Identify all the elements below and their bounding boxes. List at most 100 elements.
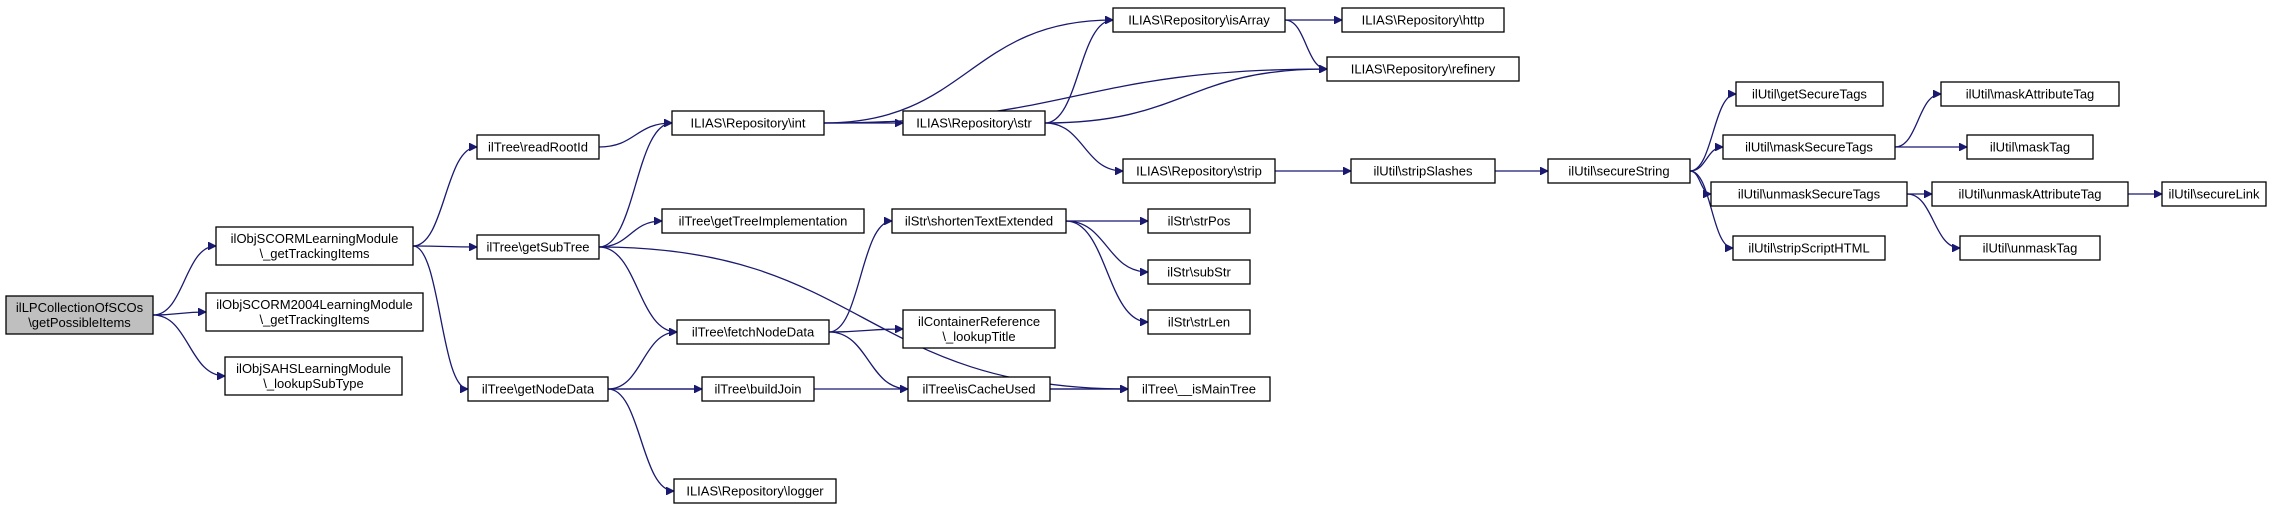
node-box: [1122, 158, 1276, 184]
edge-readRootId-to-repo_int: [598, 123, 672, 148]
node-box: [1112, 7, 1286, 33]
node-ilutil-getsecuretags[interactable]: ilUtil\getSecureTags: [1735, 81, 1884, 107]
edge-unmaskSecureTags-to-unmaskTag: [1906, 193, 1961, 248]
node-ilutil-securelink[interactable]: ilUtil\secureLink: [2161, 181, 2267, 207]
edge-secureString-to-maskSecureTags: [1689, 147, 1724, 172]
node-ilias-repository-isarray[interactable]: ILIAS\Repository\isArray: [1112, 7, 1286, 33]
edge-secureString-to-unmaskSecureTags: [1689, 170, 1712, 194]
node-ilutil-unmaskattributetag[interactable]: ilUtil\unmaskAttributeTag: [1931, 181, 2129, 207]
edge-fetchNodeData-to-shortenText: [828, 221, 893, 333]
node-label: ilTree\getTreeImplementation: [679, 214, 848, 229]
node-ilutil-maskattributetag[interactable]: ilUtil\maskAttributeTag: [1940, 81, 2120, 107]
node-ilutil-stripscripthtml[interactable]: ilUtil\stripScriptHTML: [1732, 235, 1886, 261]
node-box: [1127, 376, 1271, 402]
node-label: ilUtil\maskAttributeTag: [1966, 87, 2095, 102]
node-ilias-repository-logger[interactable]: ILIAS\Repository\logger: [673, 478, 837, 504]
node-label: \_getTrackingItems: [259, 246, 370, 261]
node-ilias-repository-refinery[interactable]: ILIAS\Repository\refinery: [1326, 56, 1520, 82]
node-ilias-repository-str[interactable]: ILIAS\Repository\str: [902, 110, 1046, 136]
node-label: ilLPCollectionOfSCOs: [16, 300, 144, 315]
node-iltree-ismaintree[interactable]: ilTree\__isMainTree: [1127, 376, 1271, 402]
node-ilobjscormlearningmodule-gettrackingitems[interactable]: ilObjSCORMLearningModule\_getTrackingIte…: [215, 226, 414, 266]
node-ilutil-unmasksecuretags[interactable]: ilUtil\unmaskSecureTags: [1710, 181, 1908, 207]
node-label: ilObjSCORMLearningModule: [231, 231, 399, 246]
edges-layer: [152, 20, 2162, 491]
node-box: [1350, 158, 1496, 184]
node-label: ilTree\isCacheUsed: [923, 382, 1036, 397]
edge-repo_str-to-repo_strip: [1044, 122, 1123, 171]
node-iltree-fetchnodedata[interactable]: ilTree\fetchNodeData: [676, 319, 830, 345]
node-box: [1931, 181, 2129, 207]
node-iltree-gettreeimplementation[interactable]: ilTree\getTreeImplementation: [661, 208, 865, 234]
node-box: [476, 134, 600, 160]
node-box: [1710, 181, 1908, 207]
node-ilutil-securestring[interactable]: ilUtil\secureString: [1547, 158, 1691, 184]
node-box: [902, 309, 1056, 349]
node-label: ILIAS\Repository\logger: [686, 484, 824, 499]
node-ilstr-strlen[interactable]: ilStr\strLen: [1147, 309, 1251, 335]
node-ilstr-substr[interactable]: ilStr\subStr: [1147, 259, 1251, 285]
edge-getSubTree-to-fetchNodeData: [598, 246, 677, 332]
node-iltree-getsubtree[interactable]: ilTree\getSubTree: [476, 234, 600, 260]
node-ilutil-masksecuretags[interactable]: ilUtil\maskSecureTags: [1722, 134, 1896, 160]
node-label: ilStr\strLen: [1168, 315, 1230, 330]
node-label: ilStr\subStr: [1167, 265, 1231, 280]
node-ilobjsahslearningmodule-lookupsubtype[interactable]: ilObjSAHSLearningModule\_lookupSubType: [224, 356, 403, 396]
node-label: ilUtil\getSecureTags: [1752, 87, 1867, 102]
node-box: [205, 292, 424, 332]
edge-root-to-scorm2004_get: [152, 312, 206, 315]
node-label: ilUtil\maskSecureTags: [1745, 140, 1873, 155]
node-iltree-getnodedata[interactable]: ilTree\getNodeData: [467, 376, 609, 402]
node-label: ILIAS\Repository\http: [1362, 13, 1485, 28]
edge-fetchNodeData-to-isCacheUsed: [828, 331, 908, 389]
node-label: \getPossibleItems: [28, 315, 131, 330]
node-ilstr-shortentextextended[interactable]: ilStr\shortenTextExtended: [891, 208, 1067, 234]
node-label: ilObjSAHSLearningModule: [236, 361, 391, 376]
edge-scorm_get-to-getNodeData: [412, 245, 469, 389]
node-illpcollectionofscos-getpossibleitems[interactable]: ilLPCollectionOfSCOs\getPossibleItems: [5, 295, 154, 335]
node-label: ilUtil\secureString: [1568, 164, 1669, 179]
node-label: ilUtil\stripSlashes: [1374, 164, 1473, 179]
edge-scorm_get-to-getSubTree: [412, 246, 477, 247]
node-box: [1547, 158, 1691, 184]
node-ilcontainerreference-lookuptitle[interactable]: ilContainerReference\_lookupTitle: [902, 309, 1056, 349]
node-iltree-readrootid[interactable]: ilTree\readRootId: [476, 134, 600, 160]
edge-getNodeData-to-fetchNodeData: [607, 332, 677, 390]
node-box: [1341, 7, 1505, 33]
node-box: [224, 356, 403, 396]
node-label: ILIAS\Repository\isArray: [1128, 13, 1270, 28]
node-iltree-buildjoin[interactable]: ilTree\buildJoin: [701, 376, 815, 402]
node-label: ILIAS\Repository\str: [916, 116, 1032, 131]
node-ilstr-strpos[interactable]: ilStr\strPos: [1147, 208, 1251, 234]
node-box: [1722, 134, 1896, 160]
node-ilutil-unmasktag[interactable]: ilUtil\unmaskTag: [1959, 235, 2101, 261]
node-box: [1326, 56, 1520, 82]
node-box: [671, 110, 825, 136]
node-box: [673, 478, 837, 504]
node-ilutil-masktag[interactable]: ilUtil\maskTag: [1966, 134, 2094, 160]
node-ilias-repository-strip[interactable]: ILIAS\Repository\strip: [1122, 158, 1276, 184]
node-label: ilUtil\maskTag: [1990, 140, 2070, 155]
node-ilutil-stripslashes[interactable]: ilUtil\stripSlashes: [1350, 158, 1496, 184]
node-ilias-repository-int[interactable]: ILIAS\Repository\int: [671, 110, 825, 136]
node-ilias-repository-http[interactable]: ILIAS\Repository\http: [1341, 7, 1505, 33]
node-label: ilStr\shortenTextExtended: [905, 214, 1053, 229]
node-box: [1147, 208, 1251, 234]
edge-maskSecureTags-to-maskAttributeTag: [1894, 94, 1942, 148]
edge-root-to-scorm_get: [152, 246, 217, 316]
node-ilobjscorm2004learningmodule-gettrackingitems[interactable]: ilObjSCORM2004LearningModule\_getTrackin…: [205, 292, 424, 332]
node-label: ilTree\readRootId: [488, 140, 588, 155]
node-label: \_getTrackingItems: [259, 312, 370, 327]
edge-repo_int-to-repo_refinery: [823, 69, 1327, 124]
node-label: ilUtil\secureLink: [2168, 187, 2260, 202]
edge-getNodeData-to-repo_logger: [607, 388, 675, 491]
node-box: [891, 208, 1067, 234]
node-box: [661, 208, 865, 234]
node-box: [676, 319, 830, 345]
node-iltree-iscacheused[interactable]: ilTree\isCacheUsed: [907, 376, 1051, 402]
edge-repo_str-to-repo_refinery: [1044, 69, 1327, 124]
node-box: [902, 110, 1046, 136]
node-label: ilTree\buildJoin: [715, 382, 802, 397]
node-label: ilStr\strPos: [1168, 214, 1231, 229]
edge-secureString-to-stripScriptHTML: [1689, 170, 1734, 248]
